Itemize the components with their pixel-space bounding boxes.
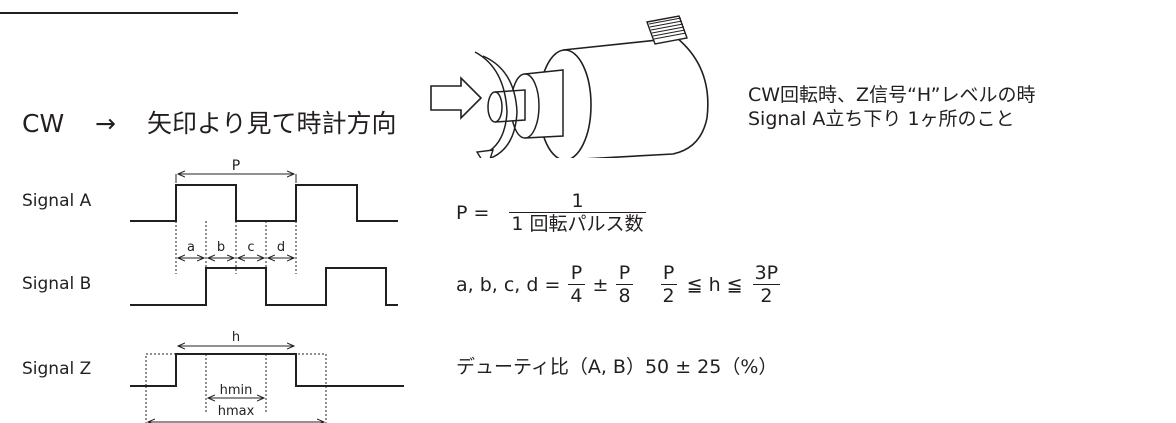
abcd-frac1-den: 4 <box>570 285 583 307</box>
h-frac2-den: 2 <box>760 285 773 307</box>
abcd-formula: a, b, c, d = P 4 ± P 8 P 2 ≦ h ≦ 3P 2 <box>456 262 784 307</box>
c-label: c <box>247 240 254 255</box>
h-frac1-den: 2 <box>662 285 675 307</box>
z-note-line1: CW回転時、Z信号“H”レベルの時 <box>748 84 1036 106</box>
abcd-frac2: P 8 <box>616 262 633 307</box>
p-fraction-num: 1 <box>509 190 646 213</box>
signal-a-waveform <box>130 184 398 222</box>
phase-guide-lines <box>175 221 297 274</box>
duty-ratio: デューティ比（A, B）50 ± 25（%） <box>456 356 778 378</box>
rotary-encoder-illustration <box>430 15 709 158</box>
hmax-label: hmax <box>218 404 255 419</box>
h-inequality: ≦ h ≦ <box>686 273 743 296</box>
hmin-label: hmin <box>220 383 253 398</box>
b-label: b <box>217 240 225 255</box>
signal-z-hmax-outline <box>145 353 327 386</box>
encoder-body <box>562 37 709 158</box>
cw-label: CW <box>22 109 65 138</box>
p-label: P <box>232 158 240 174</box>
direction-arrow-icon <box>430 76 483 120</box>
abcd-frac2-den: 8 <box>618 285 631 307</box>
p-fraction-den: 1 回転パルス数 <box>511 213 644 235</box>
p-fraction: 1 1 回転パルス数 <box>509 190 646 235</box>
h-label: h <box>232 330 240 345</box>
signal-z-waveform <box>130 353 404 387</box>
abcd-frac2-num: P <box>616 262 633 285</box>
h-frac1: P 2 <box>660 262 677 307</box>
signal-b-waveform <box>130 267 398 306</box>
header-rule <box>0 12 238 14</box>
connector-ridges <box>648 17 687 40</box>
a-label: a <box>187 240 195 255</box>
p-formula-lhs: P = <box>456 201 490 224</box>
d-label: d <box>277 240 285 255</box>
arrow-icon: → <box>95 109 116 138</box>
h-frac2: 3P 2 <box>752 262 781 307</box>
rotation-arrow-icon <box>482 55 518 158</box>
plus-minus: ± <box>592 273 609 296</box>
abcd-formula-lhs: a, b, c, d = <box>456 273 561 296</box>
p-formula: P = 1 1 回転パルス数 <box>456 190 650 235</box>
h-frac1-num: P <box>660 262 677 285</box>
signal-a-label: Signal A <box>22 191 92 211</box>
signal-z-label: Signal Z <box>22 359 92 379</box>
abcd-frac1: P 4 <box>568 262 585 307</box>
z-note-line2: Signal A立ち下り 1ヶ所のこと <box>748 108 1015 130</box>
signal-b-label: Signal B <box>22 274 92 294</box>
timing-diagram: P a b c d h hmin hmax <box>130 158 404 423</box>
h-frac2-num: 3P <box>752 262 781 285</box>
abcd-frac1-num: P <box>568 262 585 285</box>
cw-description: 矢印より見て時計方向 <box>147 109 397 138</box>
